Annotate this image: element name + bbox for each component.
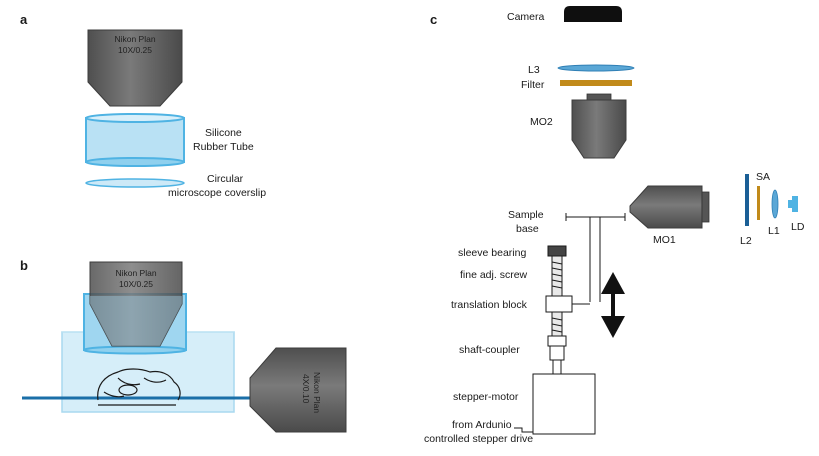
panel-a-tube-label-1: Silicone	[205, 127, 242, 139]
panel-b-objective-label-2: 10X/0.25	[119, 279, 153, 289]
fine-adj-screw-label: fine adj. screw	[460, 269, 528, 281]
panel-a-tube-label-2: Rubber Tube	[193, 141, 254, 153]
panel-b-side-objective: Nikon Plan 4X/0.10	[249, 347, 347, 433]
mo2-objective	[571, 93, 627, 159]
panel-b-side-objective-label-1: Nikon Plan	[312, 372, 322, 413]
sample-base	[565, 213, 626, 302]
l2-label: L2	[740, 235, 752, 247]
mo1-label: MO1	[653, 234, 676, 246]
from-arduino-label-1: from Ardunio	[452, 419, 512, 431]
panel-a-rubber-tube	[85, 113, 185, 167]
mo1-objective	[629, 185, 710, 229]
filter-shape	[560, 80, 632, 86]
panel-a-coverslip-label-1: Circular	[207, 173, 244, 185]
sample-base-label-1: Sample	[508, 209, 544, 221]
panel-c-letter: c	[430, 12, 437, 27]
camera-shape	[564, 6, 622, 22]
ld-label: LD	[791, 221, 805, 233]
sleeve-bearing-label: sleeve bearing	[458, 247, 526, 259]
l1-lens	[771, 189, 779, 219]
panel-a-objective: Nikon Plan 10X/0.25	[87, 29, 183, 107]
panel-a-coverslip	[85, 178, 185, 188]
from-arduino-label-2: controlled stepper drive	[424, 433, 533, 445]
filter-label: Filter	[521, 79, 545, 91]
panel-b-side-objective-label-2: 4X/0.10	[301, 374, 311, 404]
shaft-coupler-label: shaft-coupler	[459, 344, 520, 356]
l3-lens	[557, 64, 635, 72]
l2-element	[745, 174, 749, 226]
l1-label: L1	[768, 225, 780, 237]
arduino-wire	[514, 427, 533, 433]
stepper-motor-label: stepper-motor	[453, 391, 519, 403]
translation-arrow	[601, 272, 625, 338]
sa-label: SA	[756, 171, 770, 183]
translation-block-label: translation block	[451, 299, 528, 311]
l3-label: L3	[528, 64, 540, 76]
panel-a: a Nikon Plan 10X/0.25 Silicone Rubber Tu…	[20, 12, 266, 199]
sa-element	[757, 186, 760, 220]
panel-b-letter: b	[20, 258, 28, 273]
ld-source	[788, 196, 798, 212]
mo2-label: MO2	[530, 116, 553, 128]
camera-label: Camera	[507, 11, 545, 23]
panel-b-specimen	[97, 368, 181, 406]
panel-a-objective-label-2: 10X/0.25	[118, 45, 152, 55]
panel-a-coverslip-label-2: microscope coverslip	[168, 187, 266, 199]
panel-b-objective-label-1: Nikon Plan	[115, 268, 156, 278]
panel-a-objective-label-1: Nikon Plan	[114, 34, 155, 44]
panel-c: c Camera L3 Filter MO2 MO1 L2 SA L1 LD	[424, 6, 805, 445]
stage-mechanism	[532, 245, 596, 435]
panel-b-objective: Nikon Plan 10X/0.25	[89, 261, 183, 347]
panel-a-letter: a	[20, 12, 28, 27]
sample-base-label-2: base	[516, 223, 539, 235]
panel-b: b Nikon Plan 10X/0.25	[20, 258, 347, 433]
